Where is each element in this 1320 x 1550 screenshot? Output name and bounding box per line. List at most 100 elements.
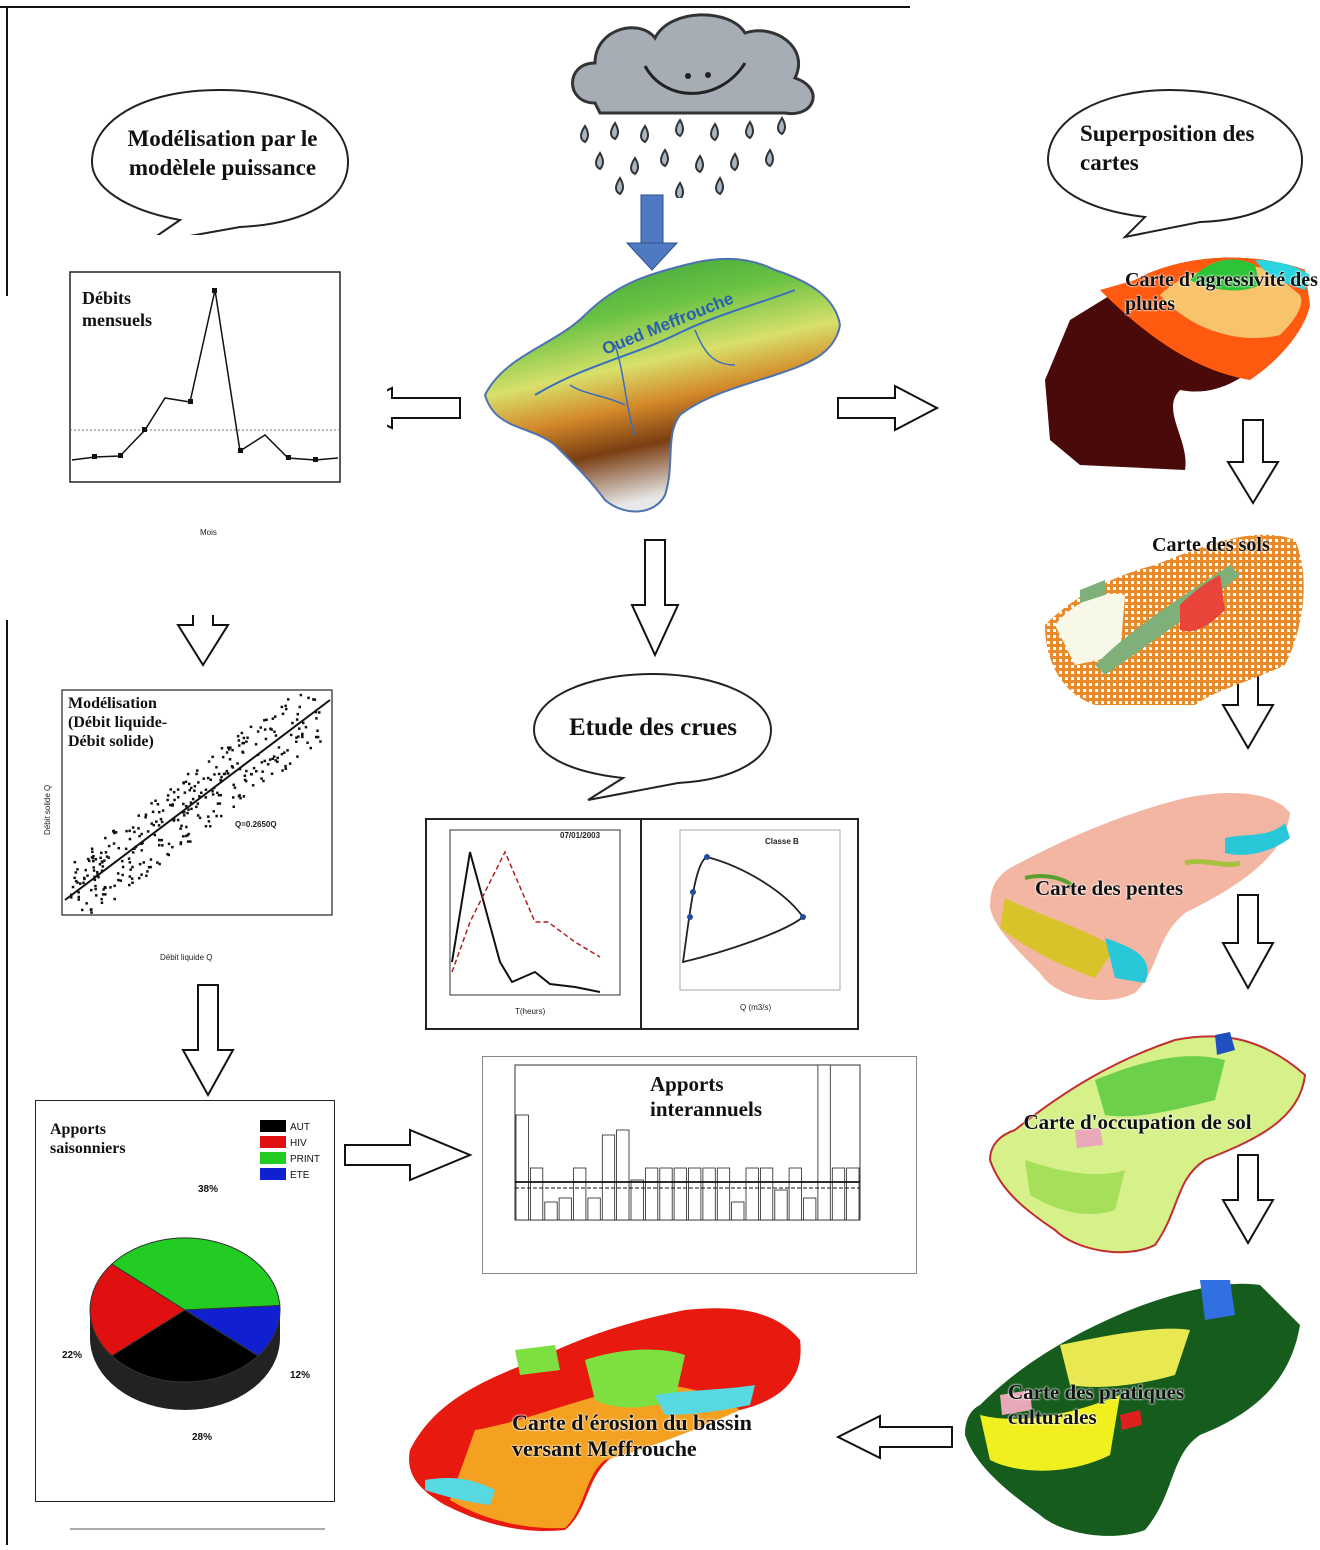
- scatter-point: [221, 755, 225, 759]
- scatter-point: [207, 815, 210, 818]
- scatter-point: [283, 751, 286, 754]
- scatter-point: [71, 885, 75, 889]
- scatter-point: [284, 764, 287, 768]
- debits-xlabel: Mois: [200, 528, 217, 537]
- scatter-point: [76, 868, 79, 871]
- scatter-point: [107, 856, 110, 859]
- scatter-point: [105, 855, 109, 858]
- scatter-point: [228, 758, 232, 761]
- scatter-point: [113, 831, 116, 835]
- scatter-point: [113, 897, 116, 901]
- scatter-point: [309, 746, 312, 750]
- apports-saisonniers-chart: AUT HIV PRINT ETE 38% 22% 12% 28%: [62, 1120, 320, 1443]
- scatter-point: [190, 786, 193, 790]
- scatter-point: [181, 835, 185, 838]
- scatter-point: [130, 877, 134, 880]
- scatter-point: [182, 802, 185, 806]
- scatter-point: [191, 797, 195, 801]
- interannual-bar: [817, 1064, 831, 1221]
- scatter-point: [227, 746, 230, 749]
- scatter-point: [188, 788, 191, 792]
- scatter-point: [299, 693, 303, 697]
- scatter-point: [96, 871, 99, 874]
- interannual-bar: [759, 1167, 774, 1221]
- scatter-point: [137, 827, 140, 830]
- scatter-point: [239, 796, 242, 800]
- pie-legend: AUT HIV PRINT ETE: [260, 1120, 320, 1181]
- scatter-point: [93, 875, 96, 878]
- scatter-point: [184, 780, 188, 783]
- scatter-point: [149, 865, 152, 869]
- scatter-point: [296, 755, 299, 758]
- scatter-point: [207, 760, 211, 763]
- legend-hiv: HIV: [290, 1138, 307, 1149]
- scatter-point: [188, 782, 191, 786]
- scatter-point: [167, 842, 171, 846]
- scatter-point: [140, 849, 143, 852]
- scatter-point: [155, 820, 158, 823]
- scatter-point: [240, 731, 244, 735]
- scatter-point: [304, 725, 308, 729]
- scatter-point: [90, 911, 93, 914]
- debits-line: [71, 289, 339, 461]
- scatter-point: [176, 788, 180, 791]
- scatter-point: [280, 705, 284, 709]
- scatter-point: [180, 824, 183, 828]
- interannual-bar: [659, 1167, 673, 1221]
- scatter-point: [265, 718, 268, 721]
- left-border: [6, 6, 8, 296]
- scatter-point: [133, 830, 136, 834]
- scatter-point: [138, 876, 141, 880]
- scatter-point: [196, 769, 199, 772]
- scatter-point: [254, 743, 258, 746]
- scatter-point: [131, 826, 135, 829]
- scatter-point: [204, 788, 208, 791]
- scatter-point: [171, 845, 174, 849]
- scatter-point: [77, 898, 80, 901]
- scatter-point: [238, 744, 241, 747]
- scatter-point: [100, 869, 104, 872]
- scatter-point: [147, 866, 151, 869]
- scatter-point: [268, 758, 272, 761]
- scatter-point: [206, 776, 210, 780]
- interannual-bar: [616, 1129, 630, 1221]
- modelisation-xlabel: Débit liquide Q: [160, 953, 212, 962]
- scatter-point: [301, 735, 304, 739]
- scatter-point: [207, 820, 211, 823]
- scatter-point: [116, 872, 120, 875]
- scatter-point: [107, 844, 111, 848]
- scatter-point: [209, 825, 212, 828]
- scatter-point: [112, 842, 116, 845]
- scatter-point: [137, 814, 140, 817]
- scatter-point: [226, 772, 230, 775]
- scatter-point: [154, 799, 157, 802]
- scatter-point: [274, 734, 278, 737]
- scatter-point: [184, 834, 188, 838]
- crue-xlabel-left: T(heurs): [515, 1007, 546, 1016]
- scatter-point: [94, 884, 97, 888]
- scatter-point: [94, 887, 97, 891]
- scatter-point: [232, 796, 235, 799]
- interannual-bar: [731, 1201, 745, 1221]
- scatter-point: [93, 878, 97, 882]
- scatter-point: [190, 807, 193, 811]
- crue-date: 07/01/2003: [560, 831, 601, 840]
- scatter-point: [145, 874, 148, 877]
- scatter-point: [131, 851, 135, 854]
- scatter-point: [186, 834, 189, 837]
- map-pentes-label: Carte des pentes: [1035, 876, 1184, 900]
- scatter-point: [197, 781, 200, 784]
- scatter-point: [92, 866, 95, 869]
- scatter-point: [245, 769, 248, 773]
- scatter-point: [90, 888, 93, 892]
- scatter-point: [157, 824, 161, 827]
- scatter-point: [301, 733, 304, 737]
- scatter-point: [204, 796, 207, 799]
- scatter-point: [274, 759, 277, 762]
- scatter-point: [220, 775, 223, 779]
- top-border: [0, 6, 910, 8]
- scatter-point: [92, 869, 96, 872]
- scatter-point: [91, 850, 94, 854]
- scatter-point: [86, 874, 89, 877]
- scatter-point: [146, 870, 149, 873]
